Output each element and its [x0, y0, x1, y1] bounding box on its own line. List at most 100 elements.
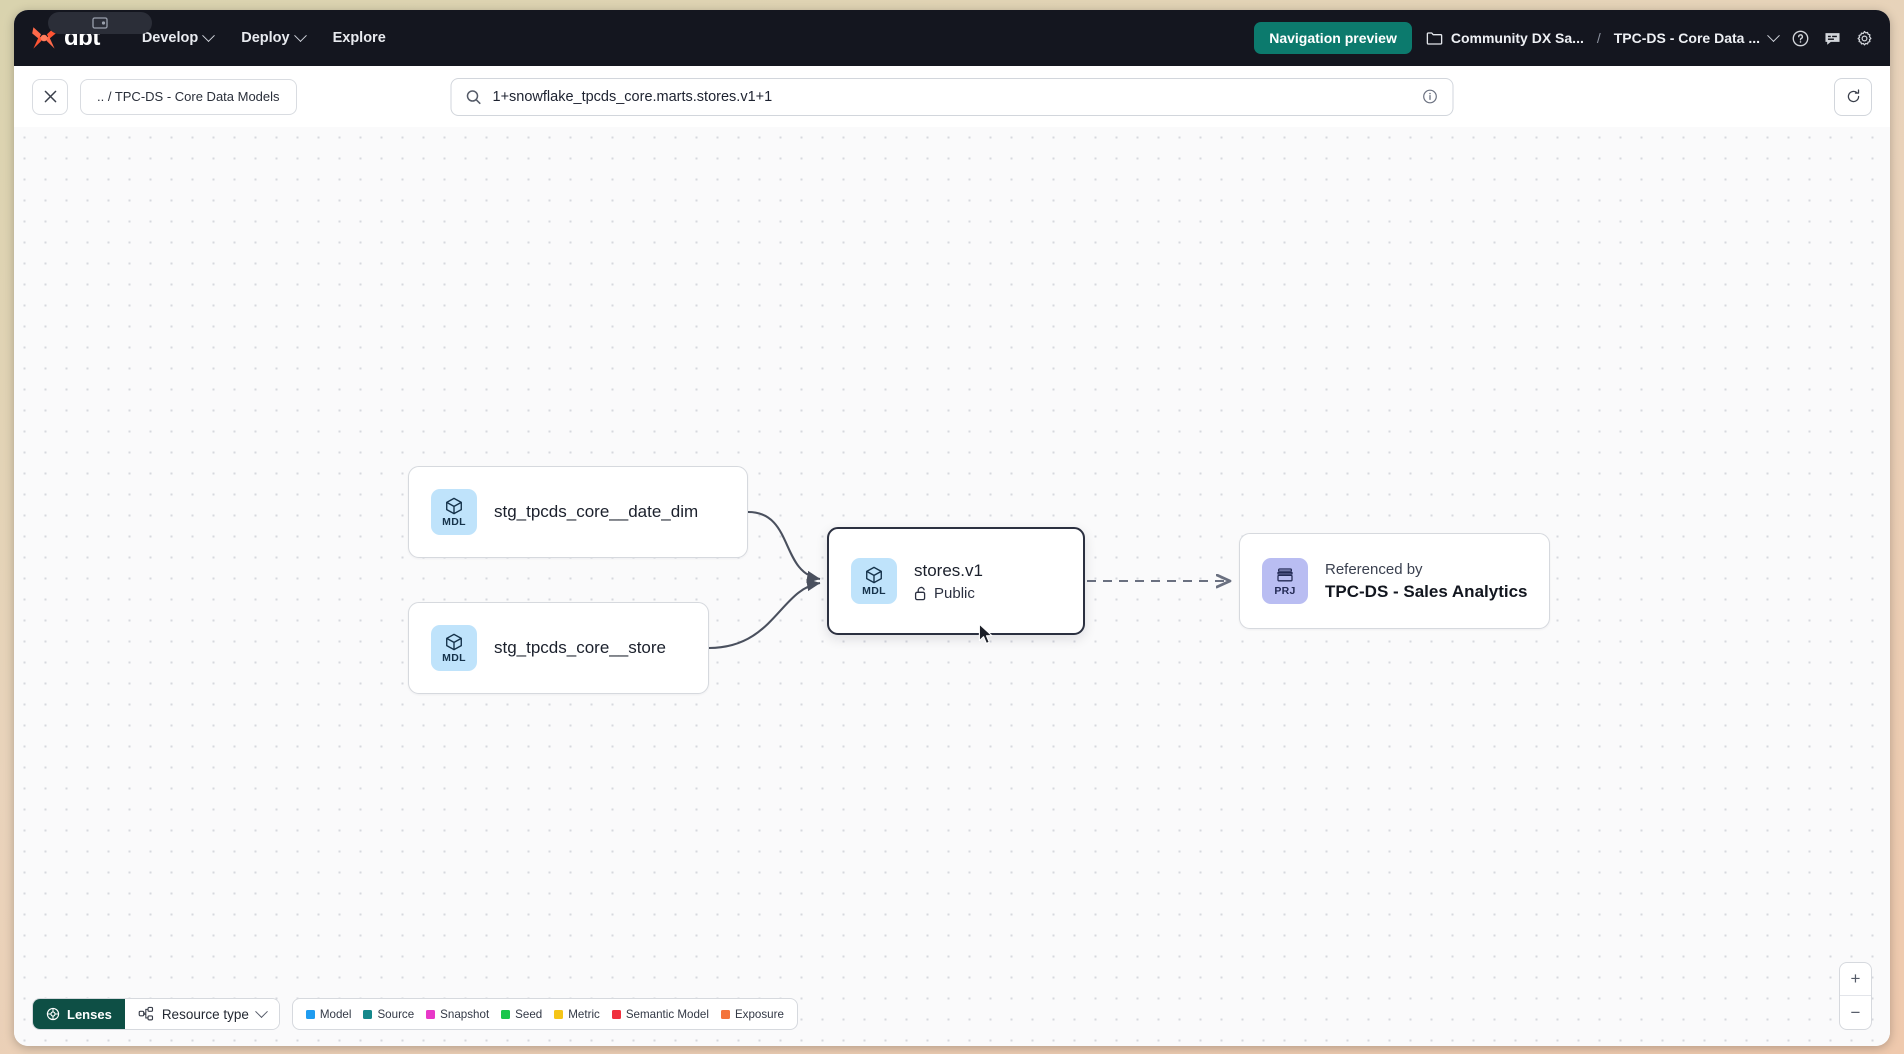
info-icon[interactable]	[1422, 88, 1439, 105]
lens-icon	[46, 1007, 60, 1021]
legend-item-model: Model	[305, 1007, 352, 1021]
lineage-node-project[interactable]: PRJ Referenced by TPC-DS - Sales Analyti…	[1239, 533, 1550, 629]
breadcrumb-account[interactable]: Community DX Sa...	[1425, 29, 1584, 48]
node-text-stack: Referenced by TPC-DS - Sales Analytics	[1325, 561, 1528, 602]
unlock-icon	[914, 586, 926, 600]
legend-swatch	[501, 1009, 511, 1019]
nav-develop[interactable]: Develop	[128, 24, 227, 52]
resource-type-legend: Model Source Snapshot Seed	[291, 998, 798, 1030]
legend-swatch	[363, 1009, 373, 1019]
legend-swatch	[426, 1009, 436, 1019]
legend-label: Semantic Model	[625, 1007, 709, 1021]
model-badge-label: MDL	[442, 652, 466, 665]
folder-icon	[1426, 31, 1443, 45]
legend-swatch	[554, 1009, 564, 1019]
lineage-bottom-toolbar: Lenses Resource type	[32, 998, 798, 1030]
legend-swatch	[611, 1009, 621, 1019]
lineage-search-bar[interactable]	[450, 77, 1454, 116]
close-button[interactable]	[32, 78, 68, 115]
legend-label: Seed	[515, 1007, 543, 1021]
breadcrumb-project[interactable]: TPC-DS - Core Data ...	[1613, 28, 1780, 46]
node-access-label: Public	[934, 584, 975, 602]
navigation-preview-button[interactable]: Navigation preview	[1254, 22, 1412, 54]
legend-swatch	[305, 1009, 315, 1019]
nav-explore-label: Explore	[332, 30, 386, 46]
legend-item-snapshot: Snapshot	[426, 1008, 489, 1021]
node-text-stack: stores.v1 Public	[914, 561, 983, 602]
legend-item-source: Source	[363, 1008, 414, 1021]
legend-label: Metric	[568, 1007, 600, 1021]
lenses-label: Lenses	[67, 1006, 112, 1022]
refresh-button[interactable]	[1834, 77, 1872, 116]
lineage-node-model[interactable]: MDL stg_tpcds_core__store	[408, 602, 709, 694]
window-icon	[92, 17, 108, 29]
search-input[interactable]	[492, 88, 1411, 105]
nav-explore[interactable]: Explore	[319, 24, 400, 52]
legend-label: Exposure	[734, 1007, 784, 1021]
model-badge-label: MDL	[442, 516, 466, 529]
legend-label: Snapshot	[440, 1007, 490, 1021]
legend-swatch	[720, 1009, 730, 1019]
zoom-controls: + −	[1839, 962, 1872, 1030]
breadcrumb-account-label: Community DX Sa...	[1450, 30, 1584, 46]
feedback-button[interactable]	[1823, 29, 1842, 48]
node-title: stg_tpcds_core__store	[494, 638, 666, 657]
legend-item-semantic-model: Semantic Model	[611, 1007, 709, 1021]
nodes-icon	[138, 1006, 153, 1021]
resource-type-button[interactable]: Resource type	[124, 999, 279, 1029]
gear-icon	[1857, 30, 1872, 45]
breadcrumb-path-pill[interactable]: .. / TPC-DS - Core Data Models	[80, 78, 297, 115]
project-badge: PRJ	[1262, 558, 1308, 604]
model-badge-label: MDL	[862, 585, 886, 598]
app-window: dbt Develop Deploy Explore Navigation pr…	[14, 10, 1890, 1046]
zoom-out-button[interactable]: −	[1850, 1002, 1861, 1022]
project-badge-label: PRJ	[1274, 585, 1296, 598]
legend-item-seed: Seed	[501, 1008, 542, 1021]
legend-item-metric: Metric	[554, 1008, 600, 1021]
chevron-down-icon	[254, 1004, 268, 1018]
chevron-down-icon	[293, 28, 307, 42]
node-title: TPC-DS - Sales Analytics	[1325, 581, 1528, 601]
chevron-down-icon	[202, 28, 216, 42]
resource-type-label: Resource type	[161, 1006, 249, 1022]
settings-button[interactable]	[1855, 29, 1874, 48]
lineage-edges	[708, 510, 1890, 650]
legend-item-exposure: Exposure	[720, 1007, 784, 1021]
chevron-down-icon	[1767, 28, 1780, 42]
edge-store-to-stores	[708, 578, 821, 650]
top-navigation-right: Navigation preview Community DX Sa... / …	[1254, 22, 1874, 54]
search-icon	[466, 89, 481, 104]
edge-date-dim-to-stores	[747, 510, 821, 584]
window-chrome-bump	[48, 12, 152, 34]
breadcrumb-separator: /	[1596, 30, 1601, 46]
node-access-row: Public	[914, 585, 983, 602]
lineage-node-selected[interactable]: MDL stores.v1 Public	[827, 527, 1085, 635]
nav-deploy[interactable]: Deploy	[227, 24, 318, 52]
cube-icon	[446, 497, 462, 515]
node-title: stg_tpcds_core__date_dim	[494, 502, 699, 521]
help-button[interactable]	[1791, 29, 1810, 48]
legend-label: Model	[319, 1007, 352, 1021]
zoom-in-button[interactable]: +	[1840, 963, 1871, 996]
legend-label: Source	[377, 1007, 415, 1021]
lenses-button[interactable]: Lenses	[33, 999, 125, 1029]
model-badge: MDL	[431, 625, 477, 671]
breadcrumb-project-label: TPC-DS - Core Data ...	[1613, 30, 1760, 46]
close-icon	[44, 90, 56, 103]
dbt-x-icon	[32, 27, 56, 49]
refresh-icon	[1847, 89, 1859, 103]
lineage-node-model[interactable]: MDL stg_tpcds_core__date_dim	[408, 466, 748, 558]
lineage-toolbar: .. / TPC-DS - Core Data Models	[14, 66, 1890, 127]
layers-icon	[1277, 568, 1293, 582]
lens-control-group: Lenses Resource type	[32, 998, 280, 1030]
nav-deploy-label: Deploy	[241, 30, 290, 46]
feedback-icon	[1825, 32, 1840, 45]
node-kicker: Referenced by	[1325, 560, 1423, 578]
model-badge: MDL	[851, 558, 897, 604]
top-navigation-bar: dbt Develop Deploy Explore Navigation pr…	[14, 10, 1890, 66]
lineage-canvas[interactable]: MDL stg_tpcds_core__date_dim MDL stg_tpc…	[14, 127, 1890, 1046]
cube-icon	[866, 566, 882, 584]
nav-develop-label: Develop	[141, 30, 199, 46]
model-badge: MDL	[431, 489, 477, 535]
